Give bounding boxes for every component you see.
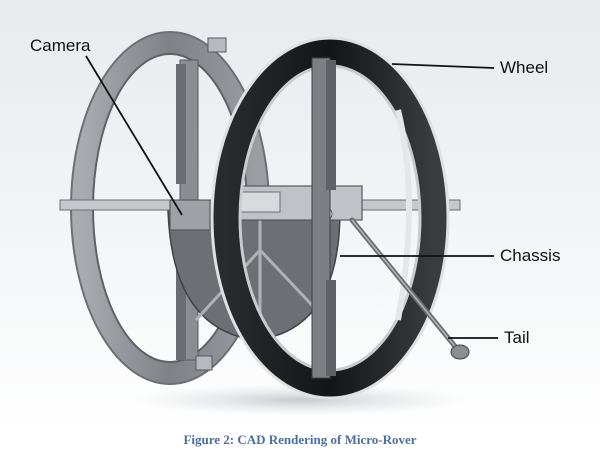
wheel-leader-line [391,63,495,69]
camera-leader-line [85,55,183,216]
label-camera: Camera [30,36,91,55]
label-tail: Tail [504,328,530,347]
label-chassis: Chassis [500,246,561,265]
label-wheel: Wheel [500,58,549,77]
cad-rendering [0,0,600,430]
chassis [59,185,461,341]
ground-shadow [130,384,470,416]
figure-caption: Figure 2: CAD Rendering of Micro-Rover [183,432,417,447]
leader-lines [85,55,498,339]
front-wheel [210,36,450,400]
tail [349,217,470,360]
